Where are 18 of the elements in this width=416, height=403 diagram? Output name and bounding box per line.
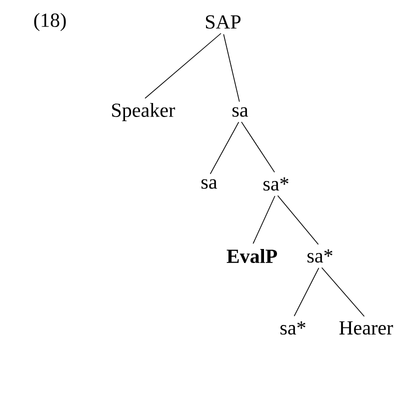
tree-branch: [252, 196, 276, 244]
tree-branch: [144, 32, 222, 99]
tree-node-label: sa*: [264, 177, 288, 191]
tree-node-label: sa*: [308, 249, 332, 263]
tree-branch: [210, 122, 240, 174]
tree-branch: [241, 122, 275, 173]
tree-node-label: Speaker: [112, 102, 176, 122]
tree-node-label: SAP: [206, 15, 241, 29]
tree-node-label: sa: [202, 179, 218, 189]
example-number: (18): [34, 12, 66, 32]
tree-node-label: EvalP: [226, 248, 277, 264]
tree-branch: [277, 195, 319, 245]
tree-branch: [321, 267, 365, 317]
tree-node-label: sa*: [280, 321, 306, 335]
tree-branch: [223, 34, 240, 102]
tree-node-label: Hearer: [339, 321, 394, 335]
tree-node-label: sa: [232, 107, 248, 117]
tree-branch: [294, 268, 320, 316]
